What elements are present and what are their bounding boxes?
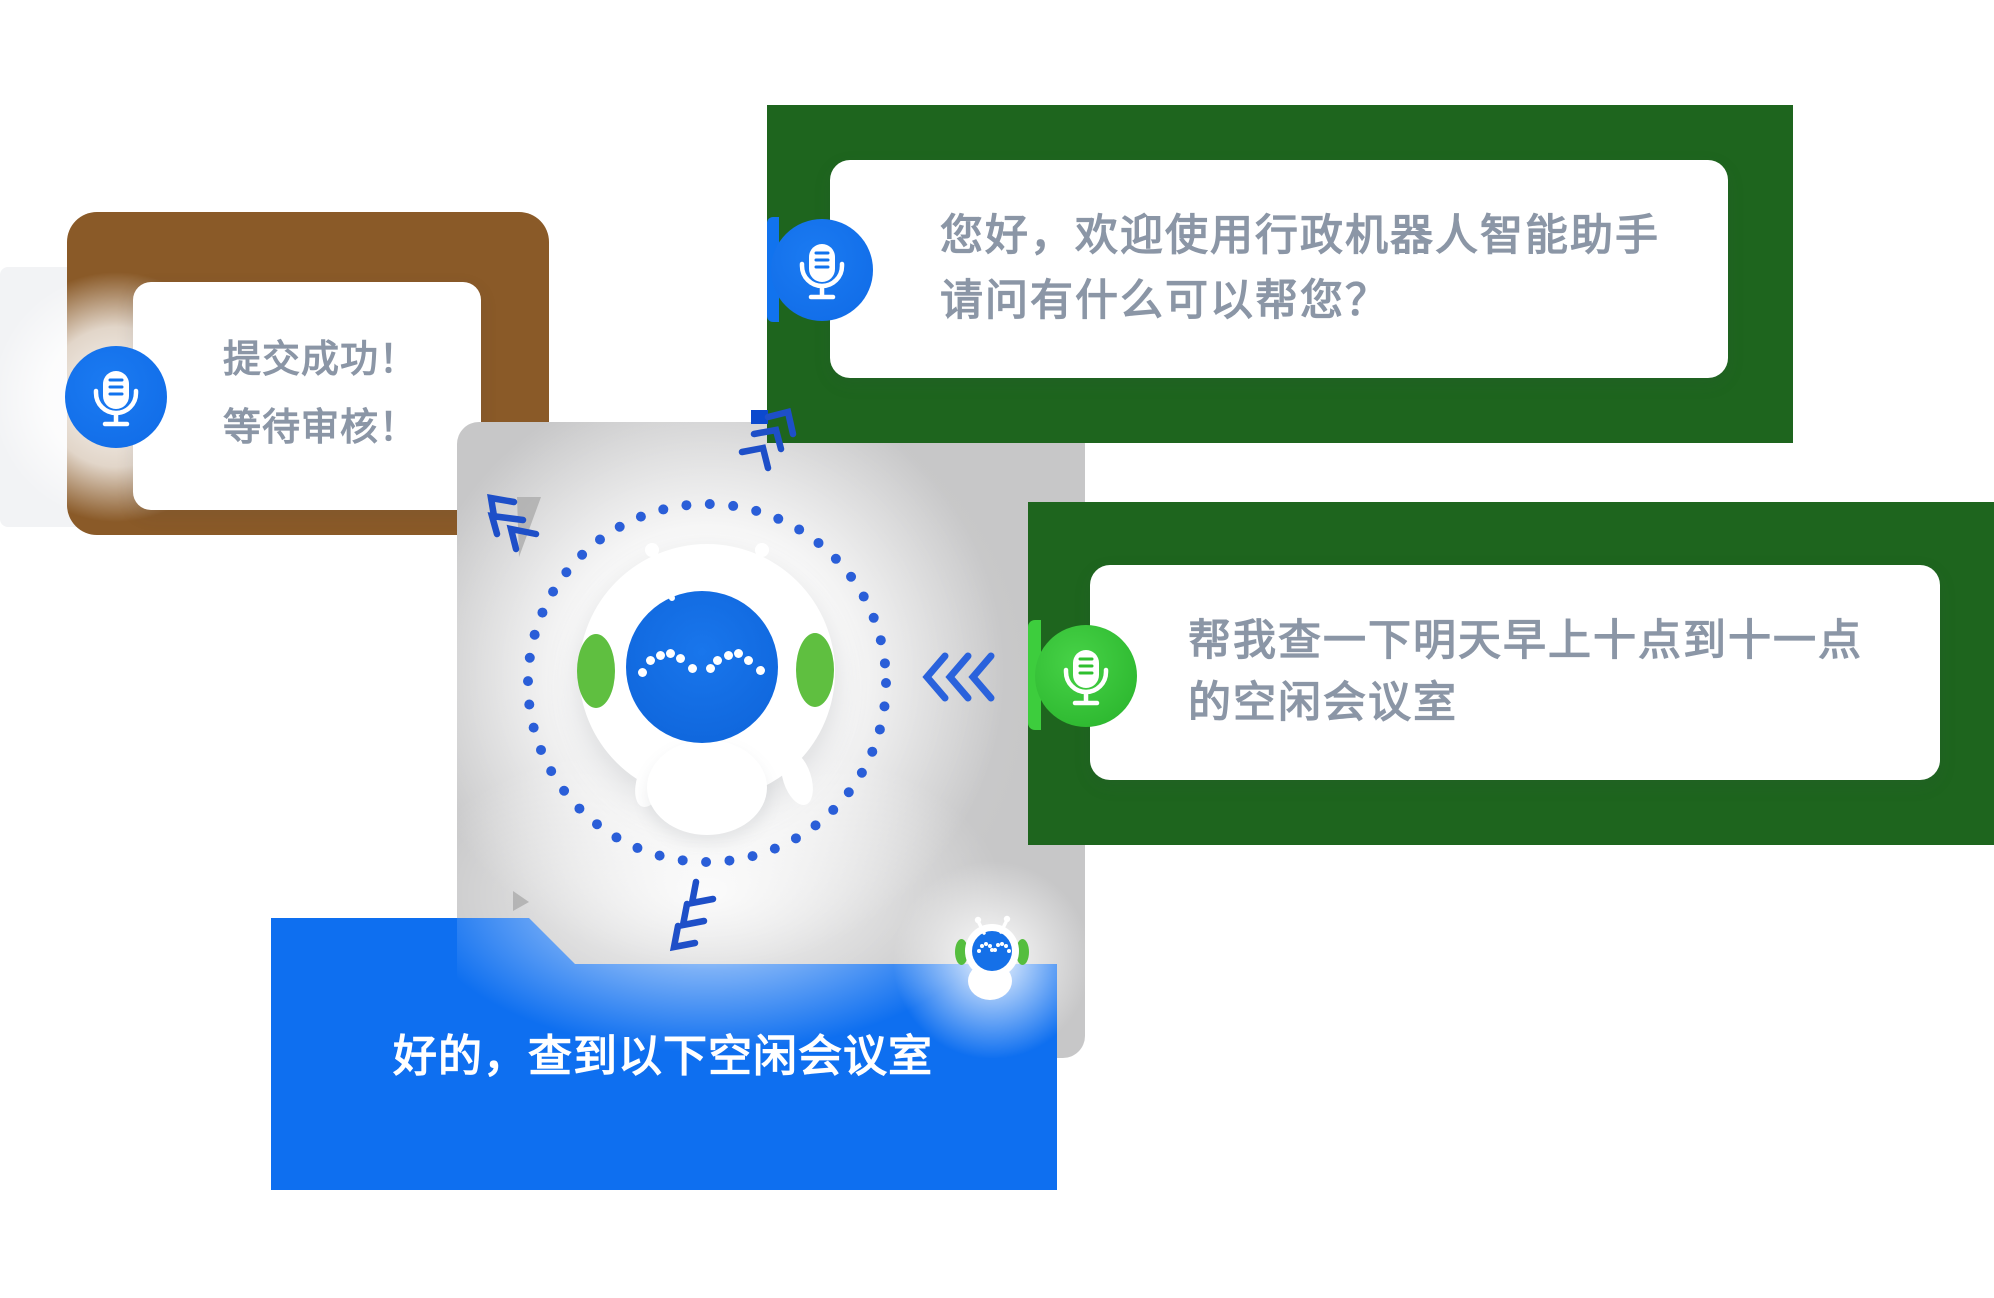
query-bubble-card: 帮我查一下明天早上十点到十一点 的空闲会议室 [1090, 565, 1940, 780]
robot-ear-left [577, 634, 615, 708]
welcome-line-2: 请问有什么可以帮您？ [940, 277, 1390, 325]
robot-ear-right [796, 633, 834, 707]
status-line-1: 提交成功！ [223, 339, 419, 381]
welcome-bubble-text: 您好，欢迎使用行政机器人智能助手 请问有什么可以帮您？ [940, 204, 1660, 334]
welcome-bubble-card: 您好，欢迎使用行政机器人智能助手 请问有什么可以帮您？ [830, 160, 1728, 378]
robot-face [626, 591, 778, 743]
microphone-icon [65, 346, 167, 448]
robot-body [647, 740, 767, 835]
status-bubble-card: 提交成功！ 等待审核！ [133, 282, 481, 510]
query-bubble-text: 帮我查一下明天早上十点到十一点 的空闲会议室 [1188, 610, 1863, 734]
welcome-line-1: 您好，欢迎使用行政机器人智能助手 [940, 212, 1660, 260]
status-bubble-text: 提交成功！ 等待审核！ [223, 326, 418, 462]
mini-robot-ear-right [1016, 939, 1029, 965]
reply-banner-text: 好的，查到以下空闲会议室 [393, 1032, 933, 1081]
query-mic-tab [1028, 620, 1041, 730]
microphone-icon [771, 219, 873, 321]
microphone-icon [1035, 625, 1137, 727]
query-line-2: 的空闲会议室 [1188, 679, 1458, 727]
mini-robot-ear-left [955, 939, 968, 965]
status-line-2: 等待审核！ [223, 407, 419, 449]
query-line-1: 帮我查一下明天早上十点到十一点 [1188, 617, 1863, 665]
mini-robot-face [972, 931, 1012, 971]
